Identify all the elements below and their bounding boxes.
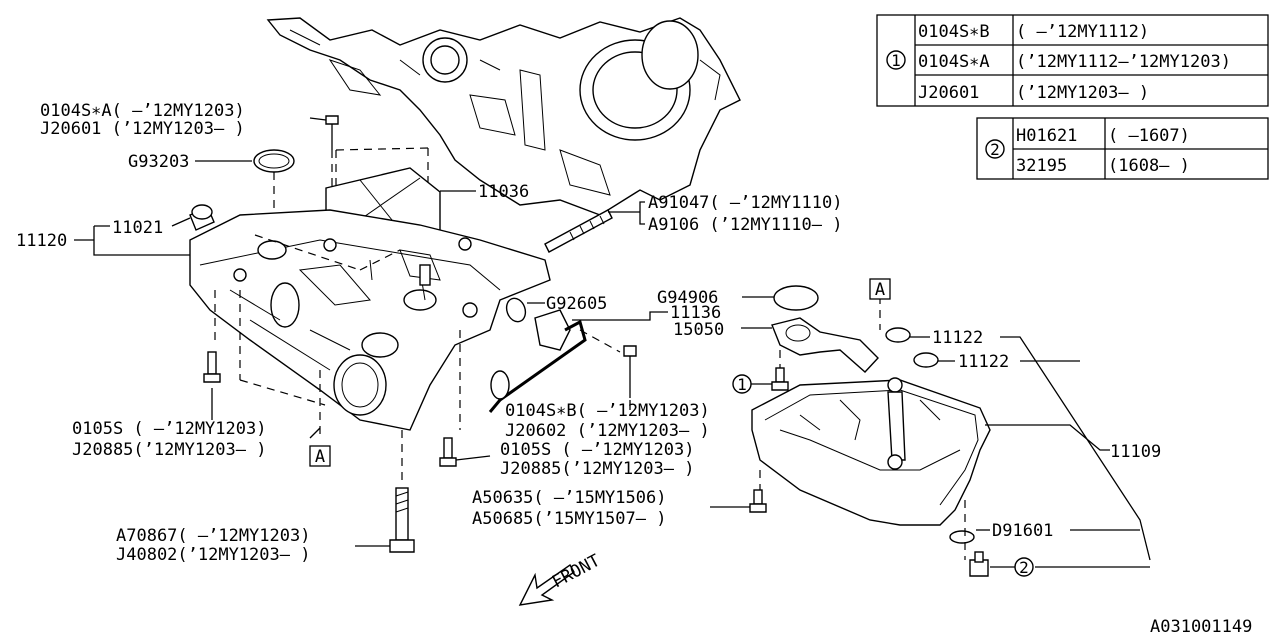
svg-text:A: A: [315, 447, 325, 467]
label-j20885-left: J20885(’12MY1203– ): [72, 440, 266, 460]
engine-block-illustration: [266, 17, 741, 216]
o-ring-g92605-icon: [505, 297, 527, 323]
label-15050: 15050: [673, 320, 724, 340]
label-11109: 11109: [1110, 442, 1161, 462]
label-j40802: J40802(’12MY1203– ): [116, 545, 310, 565]
o-ring-g94906-icon: [773, 285, 819, 311]
front-arrow-icon: [518, 563, 575, 606]
bolt-a50635-icon: [749, 489, 767, 513]
callout-circle-1: 1: [732, 374, 772, 394]
legend2-row2-range: (1608– ): [1108, 156, 1190, 176]
bolt-mid-0105s-icon: [439, 437, 457, 467]
legend2-row1-part: H01621: [1016, 126, 1077, 146]
label-0104sb: 0104S∗B( –’12MY1203): [505, 401, 710, 421]
oil-pan-lower-11109-illustration: [751, 377, 991, 560]
legend1-row3-range: (’12MY1203– ): [1016, 83, 1149, 103]
label-g92605: G92605: [546, 294, 607, 314]
legend1-symbol-circle: [886, 50, 906, 70]
label-11122-upper: 11122: [932, 328, 983, 348]
o-rings-11122-icon: [879, 296, 939, 368]
legend2-symbol: 2: [990, 140, 1000, 159]
svg-text:2: 2: [1019, 558, 1029, 577]
oil-pan-upper-11120-illustration: [189, 209, 551, 431]
label-0105s-mid: 0105S ( –’12MY1203): [500, 440, 694, 460]
front-label: FRONT: [549, 551, 604, 593]
gasket-d91601-icon: [949, 530, 975, 544]
ref-box-a-right: A: [869, 278, 891, 300]
label-a9106: A9106 (’12MY1110– ): [648, 215, 842, 235]
legend1-symbol: 1: [891, 51, 901, 70]
leader-lines: [93, 160, 1151, 568]
label-a50635: A50635( –’15MY1506): [472, 488, 666, 508]
bolt-left-0105s-icon: [203, 351, 221, 383]
label-a50685: A50685(’15MY1507– ): [472, 509, 666, 529]
legend1-row3-part: J20601: [918, 83, 979, 103]
label-11120: 11120: [16, 231, 67, 251]
legend1-row2-part: 0104S∗A: [918, 52, 990, 72]
label-11122-lower: 11122: [958, 352, 1009, 372]
bolt-callout1-icon: [771, 367, 789, 391]
plug-11021-icon: [189, 204, 215, 231]
legend2-row1-range: ( –1607): [1108, 126, 1190, 146]
stud-a91047-icon: [544, 209, 613, 253]
drain-plug-icon: [969, 551, 989, 577]
svg-text:1: 1: [737, 375, 747, 394]
legend1-row1-range: ( –’12MY1112): [1016, 22, 1149, 42]
oil-strainer-11136-icon: [488, 309, 621, 413]
legend2-row2-part: 32195: [1016, 156, 1067, 176]
label-0105s-left: 0105S ( –’12MY1203): [72, 419, 266, 439]
legend-table-1: 1 0104S∗B ( –’12MY1112) 0104S∗A (’12MY11…: [876, 14, 1269, 107]
callout-circle-2: 2: [990, 557, 1034, 577]
long-bolt-a70867-icon: [389, 487, 415, 553]
label-j20601: J20601 (’12MY1203– ): [40, 119, 245, 139]
legend1-row2-range: (’12MY1112–’12MY1203): [1016, 52, 1231, 72]
svg-text:A: A: [875, 280, 885, 300]
label-a70867: A70867( –’12MY1203): [116, 526, 310, 546]
ref-box-a-left: A: [309, 445, 331, 467]
legend2-symbol-circle: [985, 139, 1005, 159]
label-11036: 11036: [478, 182, 529, 202]
label-g94906: G94906: [657, 288, 718, 308]
bolt-strainer-icon: [623, 345, 637, 398]
label-j20885-mid: J20885(’12MY1203– ): [500, 459, 694, 479]
legend-table-2: 2 H01621 ( –1607) 32195 (1608– ): [976, 117, 1269, 180]
label-g93203: G93203: [128, 152, 189, 172]
label-a91047: A91047( –’12MY1110): [648, 193, 842, 213]
label-d91601: D91601: [992, 521, 1053, 541]
label-11021: 11021: [112, 218, 163, 238]
label-0104sa: 0104S∗A( –’12MY1203): [40, 101, 245, 121]
label-j20602: J20602 (’12MY1203– ): [505, 421, 710, 441]
oil-strainer-15050-icon: [771, 317, 879, 373]
label-11136: 11136: [670, 303, 721, 323]
drawing-id: A031001149: [1150, 617, 1252, 637]
legend1-row1-part: 0104S∗B: [918, 22, 990, 42]
